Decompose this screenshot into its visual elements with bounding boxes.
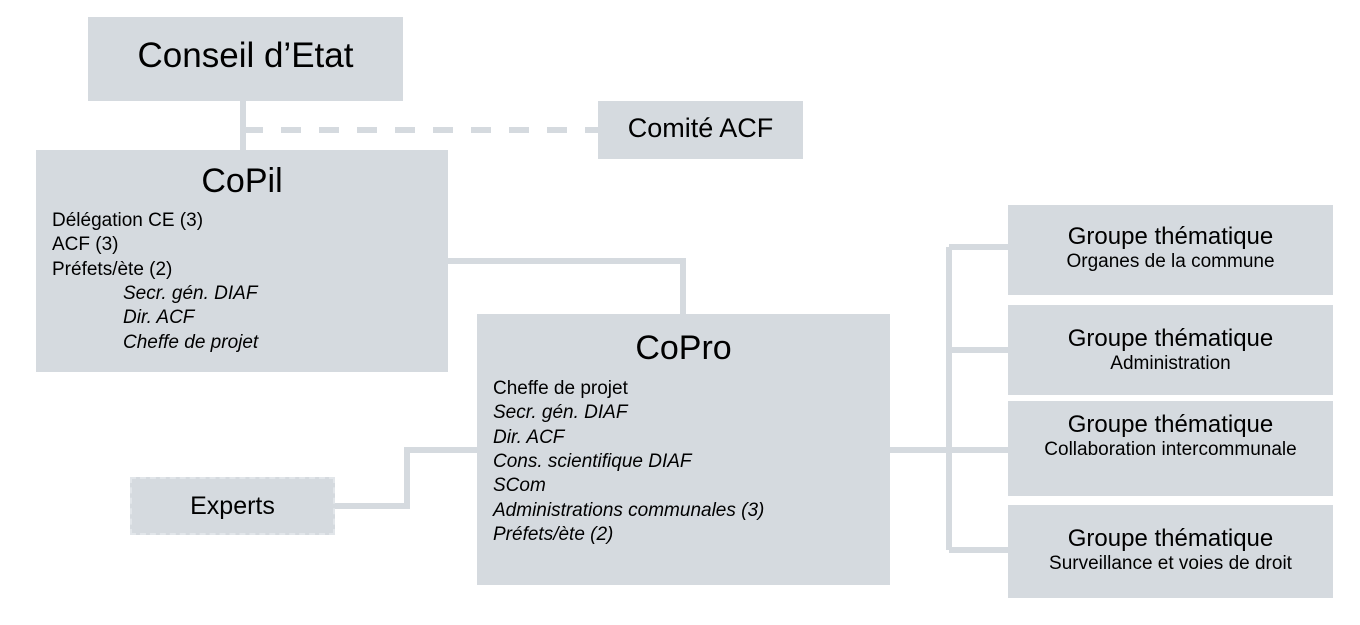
member-line: Cons. scientifique DIAF (493, 451, 692, 473)
node-thematic-group-1-title: Groupe thématique (1067, 325, 1274, 352)
node-thematic-group-2[interactable]: Groupe thématique Collaboration intercom… (1008, 401, 1333, 496)
node-thematic-group-3[interactable]: Groupe thématique Surveillance et voies … (1008, 505, 1333, 598)
node-thematic-group-3-title: Groupe thématique (1067, 525, 1274, 552)
member-line: Secr. gén. DIAF (493, 402, 628, 424)
node-copil-title: CoPil (201, 162, 283, 200)
node-thematic-group-3-subtitle: Surveillance et voies de droit (1049, 552, 1292, 574)
node-thematic-group-0-subtitle: Organes de la commune (1066, 250, 1275, 272)
member-line: ACF (3) (52, 234, 119, 256)
node-experts-title: Experts (190, 492, 275, 520)
connector-experts-copro (334, 447, 479, 509)
node-thematic-group-2-subtitle: Collaboration intercommunale (1044, 438, 1297, 460)
member-line: Administrations communales (3) (493, 499, 765, 521)
node-conseil-detat[interactable]: Conseil d’Etat (88, 17, 403, 101)
node-conseil-detat-title: Conseil d’Etat (137, 36, 354, 75)
node-thematic-group-2-title: Groupe thématique (1067, 411, 1274, 438)
connector-copil-copro (446, 258, 686, 316)
member-line: Préfets/ète (2) (52, 258, 173, 280)
node-thematic-group-1[interactable]: Groupe thématique Administration (1008, 305, 1333, 395)
node-thematic-group-1-subtitle: Administration (1110, 352, 1231, 374)
node-copil[interactable]: CoPil Délégation CE (3)ACF (3)Préfets/èt… (36, 150, 448, 372)
node-thematic-group-0[interactable]: Groupe thématique Organes de la commune (1008, 205, 1333, 295)
member-line: Cheffe de projet (493, 378, 628, 400)
node-experts[interactable]: Experts (130, 477, 335, 535)
member-line: SCom (493, 475, 546, 497)
node-comite-acf[interactable]: Comité ACF (598, 101, 803, 159)
member-line: Délégation CE (3) (52, 210, 204, 232)
node-copro-title: CoPro (635, 329, 732, 367)
member-line: Dir. ACF (123, 307, 195, 329)
node-comite-acf-title: Comité ACF (627, 113, 774, 143)
member-line: Cheffe de projet (123, 331, 259, 353)
node-copil-members: Délégation CE (3)ACF (3)Préfets/ète (2) S… (36, 201, 448, 355)
member-line: Dir. ACF (493, 426, 565, 448)
member-line: Secr. gén. DIAF (123, 283, 258, 305)
node-thematic-group-0-title: Groupe thématique (1067, 223, 1274, 250)
member-line: Préfets/ète (2) (493, 523, 614, 545)
